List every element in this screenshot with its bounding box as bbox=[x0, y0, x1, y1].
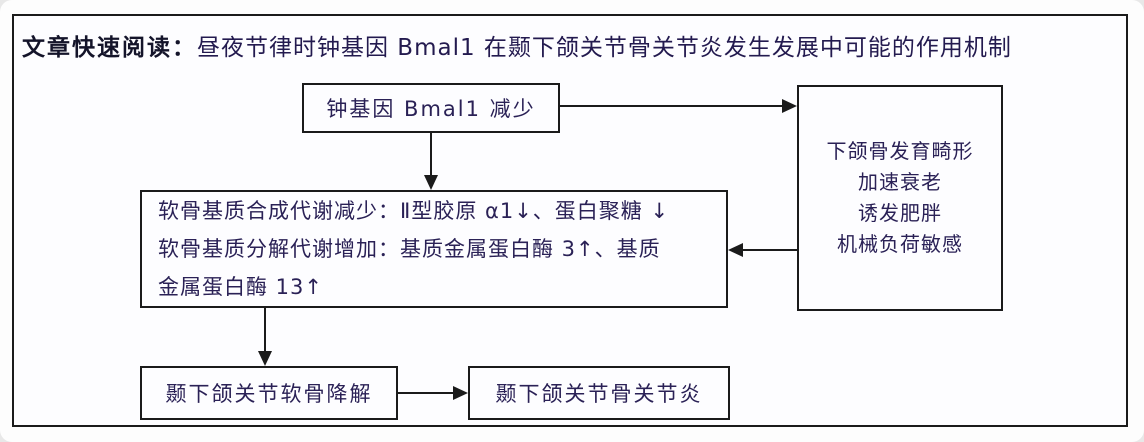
node-bmal1-decrease: 钟基因 Bmal1 减少 bbox=[302, 83, 560, 133]
arrow-bmal1-to-effects-line bbox=[560, 105, 784, 107]
node-matrix-metabolism-line: 软骨基质分解代谢增加：基质金属蛋白酶 3↑、基质 bbox=[158, 237, 661, 261]
arrow-matrix-to-degradation-line bbox=[264, 308, 266, 352]
node-systemic-effects: 下颌骨发育畸形 加速衰老 诱发肥胖 机械负荷敏感 bbox=[797, 85, 1003, 311]
node-matrix-metabolism-line: 软骨基质合成代谢减少：Ⅱ型胶原 α1↓、蛋白聚糖 ↓ bbox=[158, 199, 670, 223]
node-tmj-osteoarthritis-label: 颞下颌关节骨关节炎 bbox=[495, 382, 703, 406]
node-systemic-effects-line: 下颌骨发育畸形 bbox=[826, 139, 974, 163]
node-systemic-effects-line: 诱发肥胖 bbox=[858, 201, 942, 225]
arrow-degradation-to-oa-head-icon bbox=[453, 386, 468, 400]
node-systemic-effects-line: 加速衰老 bbox=[858, 170, 942, 194]
arrow-effects-to-matrix-head-icon bbox=[728, 243, 743, 257]
arrow-bmal1-to-matrix-line bbox=[430, 133, 432, 176]
node-systemic-effects-line: 机械负荷敏感 bbox=[837, 232, 963, 256]
arrow-bmal1-to-matrix-head-icon bbox=[424, 175, 438, 190]
node-cartilage-degradation-label: 颞下颌关节软骨降解 bbox=[165, 382, 373, 406]
arrow-degradation-to-oa-line bbox=[398, 392, 456, 394]
arrow-matrix-to-degradation-head-icon bbox=[258, 351, 272, 366]
node-matrix-metabolism-line: 金属蛋白酶 13↑ bbox=[158, 275, 323, 299]
arrow-effects-to-matrix-line bbox=[743, 249, 797, 251]
node-tmj-osteoarthritis: 颞下颌关节骨关节炎 bbox=[468, 366, 730, 420]
figure-title-prefix: 文章快速阅读： bbox=[22, 35, 197, 61]
figure-title: 文章快速阅读：昼夜节律时钟基因 Bmal1 在颞下颌关节骨关节炎发生发展中可能的… bbox=[22, 28, 1012, 62]
arrow-bmal1-to-effects-head-icon bbox=[782, 99, 797, 113]
node-bmal1-decrease-label: 钟基因 Bmal1 减少 bbox=[326, 97, 536, 121]
node-matrix-metabolism: 软骨基质合成代谢减少：Ⅱ型胶原 α1↓、蛋白聚糖 ↓ 软骨基质分解代谢增加：基质… bbox=[140, 190, 728, 308]
figure-title-text: 昼夜节律时钟基因 Bmal1 在颞下颌关节骨关节炎发生发展中可能的作用机制 bbox=[197, 35, 1012, 61]
node-cartilage-degradation: 颞下颌关节软骨降解 bbox=[140, 366, 398, 420]
